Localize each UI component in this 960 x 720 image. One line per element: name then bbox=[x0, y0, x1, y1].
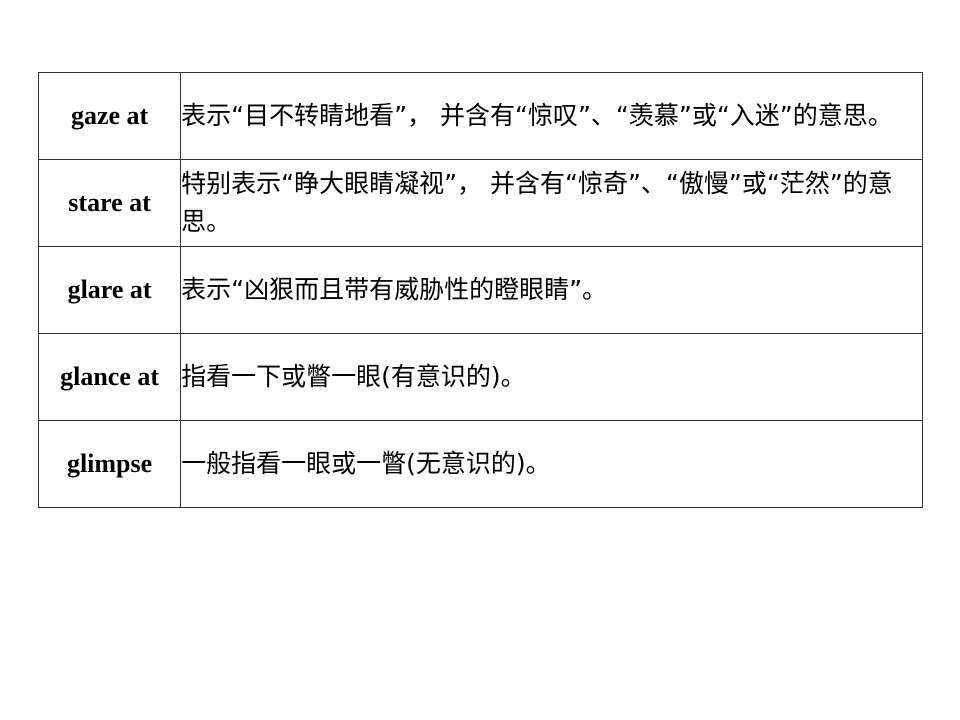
table-row: stare at 特别表示“睁大眼睛凝视”， 并含有“惊奇”、“傲慢”或“茫然”… bbox=[37, 159, 923, 247]
table-row: glance at 指看一下或瞥一眼(有意识的)。 bbox=[37, 333, 923, 421]
definition-cell-stare-at: 特别表示“睁大眼睛凝视”， 并含有“惊奇”、“傲慢”或“茫然”的意思。 bbox=[180, 159, 923, 247]
table-row: glare at 表示“凶狠而且带有威胁性的瞪眼睛”。 bbox=[37, 246, 923, 334]
word-cell-glance-at: glance at bbox=[37, 333, 182, 421]
table-row: glimpse 一般指看一眼或一瞥(无意识的)。 bbox=[37, 420, 923, 508]
word-cell-gaze-at: gaze at bbox=[37, 72, 182, 160]
word-cell-glare-at: glare at bbox=[37, 246, 182, 334]
word-cell-stare-at: stare at bbox=[37, 159, 182, 247]
vocabulary-table: gaze at 表示“目不转睛地看”， 并含有“惊叹”、“羡慕”或“入迷”的意思… bbox=[37, 72, 923, 508]
definition-cell-glance-at: 指看一下或瞥一眼(有意识的)。 bbox=[180, 333, 923, 421]
definition-cell-gaze-at: 表示“目不转睛地看”， 并含有“惊叹”、“羡慕”或“入迷”的意思。 bbox=[180, 72, 923, 160]
definition-cell-glare-at: 表示“凶狠而且带有威胁性的瞪眼睛”。 bbox=[180, 246, 923, 334]
table-row: gaze at 表示“目不转睛地看”， 并含有“惊叹”、“羡慕”或“入迷”的意思… bbox=[37, 72, 923, 160]
definition-cell-glimpse: 一般指看一眼或一瞥(无意识的)。 bbox=[180, 420, 923, 508]
word-cell-glimpse: glimpse bbox=[37, 420, 182, 508]
